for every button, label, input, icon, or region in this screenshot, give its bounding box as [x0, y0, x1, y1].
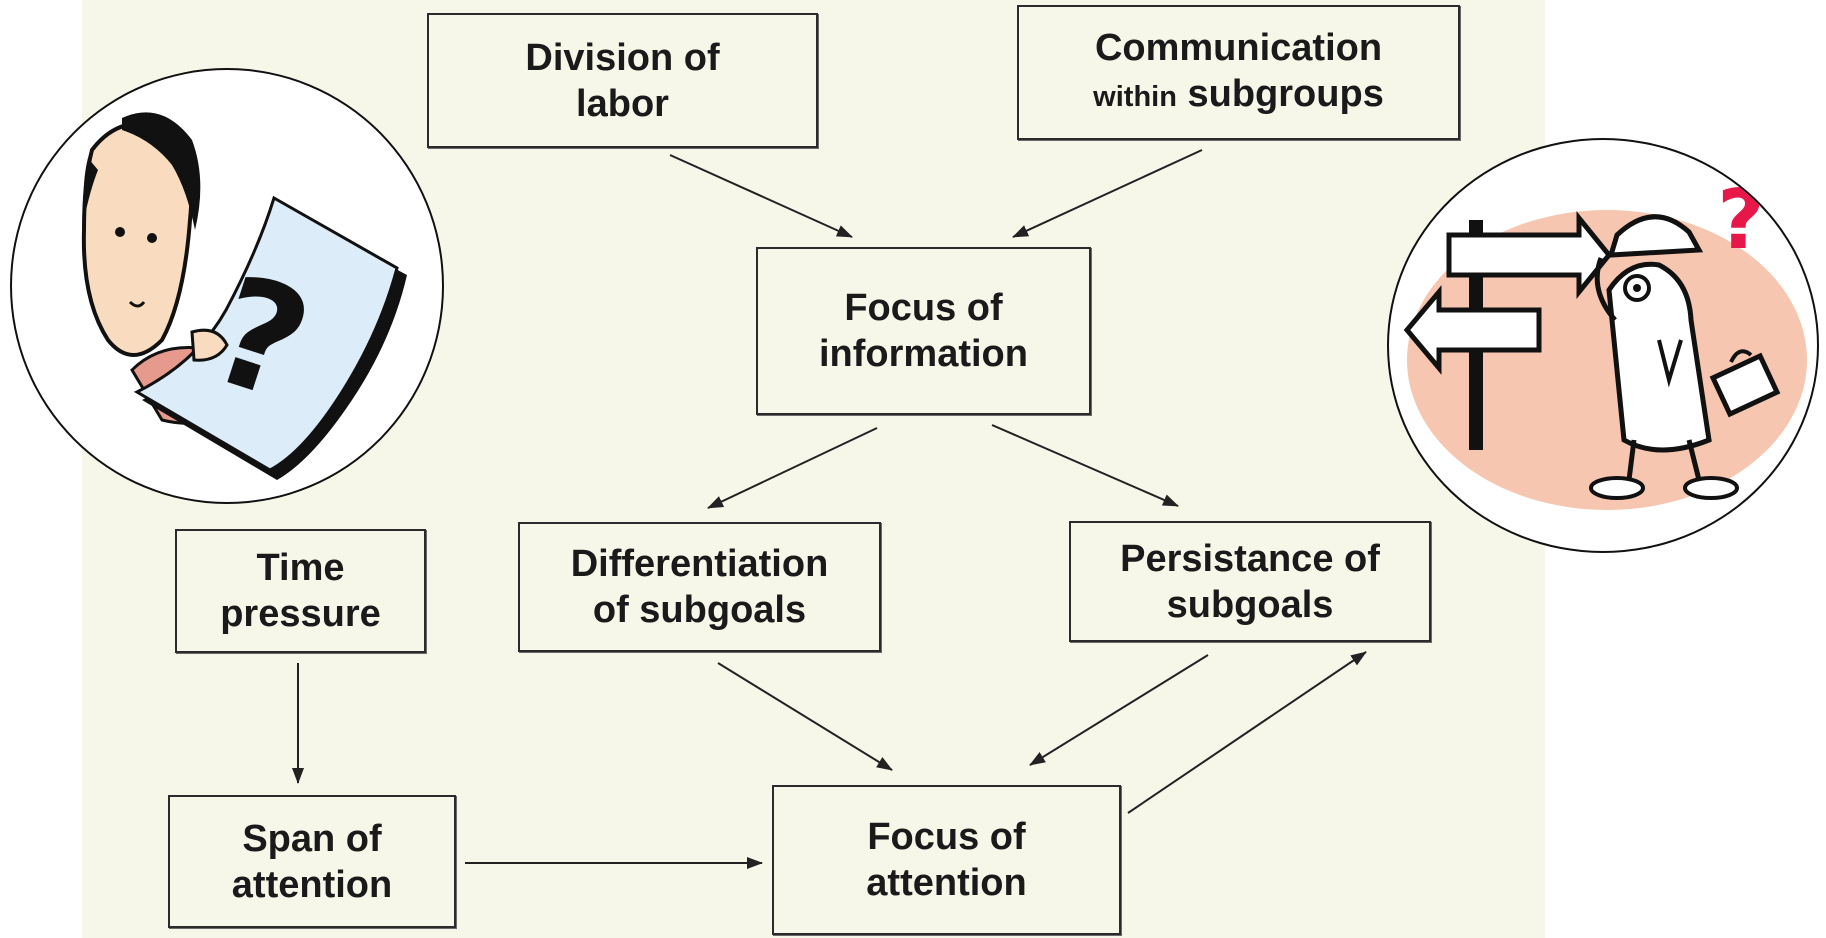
- arrow-persistance-to-focus-att: [1029, 654, 1209, 766]
- node-communication-line2: within subgroups: [1093, 71, 1384, 120]
- node-focus-info-line2: information: [819, 333, 1028, 375]
- node-persistance-of-subgoals: Persistance of subgoals: [1069, 521, 1431, 642]
- node-focus-info-line1: Focus of: [844, 287, 1003, 329]
- detective-signpost-icon: ?: [1403, 173, 1807, 510]
- node-communication-line2-small: within: [1093, 81, 1177, 113]
- detective-signpost-illustration: ?: [1387, 138, 1819, 553]
- node-focus-att-line2: attention: [866, 862, 1027, 904]
- arrow-focus-info-to-persistance: [991, 424, 1179, 507]
- confused-reader-icon: ?: [81, 112, 407, 480]
- node-differentiation-line1: Differentiation: [570, 543, 829, 585]
- arrow-differentiation-to-focus-att: [717, 662, 893, 771]
- node-span-line2: attention: [231, 863, 393, 906]
- node-differentiation-of-subgoals: Differentiation of subgoals: [518, 522, 881, 652]
- arrow-division-to-focus-info: [669, 154, 853, 238]
- node-time-line2: pressure: [220, 593, 381, 635]
- node-division-line1: Division of: [525, 36, 720, 79]
- confused-reader-illustration: ?: [10, 68, 444, 504]
- node-focus-of-attention: Focus of attention: [772, 785, 1121, 935]
- node-division-of-labor: Division of labor: [427, 13, 818, 148]
- arrow-focus-att-to-persistance: [1127, 651, 1367, 814]
- node-focus-att-line1: Focus of: [867, 816, 1026, 858]
- arrow-focus-info-to-differentiation: [707, 427, 878, 509]
- node-time-line1: Time: [256, 547, 345, 589]
- node-persistance-line1: Persistance of: [1120, 537, 1380, 580]
- node-communication-within-subgroups: Communication within subgroups: [1017, 5, 1460, 140]
- arrow-communication-to-focus-info: [1012, 149, 1203, 238]
- node-division-line2: labor: [576, 82, 669, 125]
- node-communication-line1: Communication: [1094, 27, 1383, 69]
- node-communication-line2-big: subgroups: [1187, 73, 1384, 115]
- node-persistance-line2: subgoals: [1166, 583, 1334, 626]
- node-span-line1: Span of: [242, 817, 382, 860]
- node-focus-of-information: Focus of information: [756, 247, 1091, 415]
- question-mark-right: ?: [1717, 173, 1765, 268]
- node-time-pressure: Time pressure: [175, 529, 426, 653]
- node-differentiation-line2: of subgoals: [592, 589, 807, 631]
- node-span-of-attention: Span of attention: [168, 795, 456, 928]
